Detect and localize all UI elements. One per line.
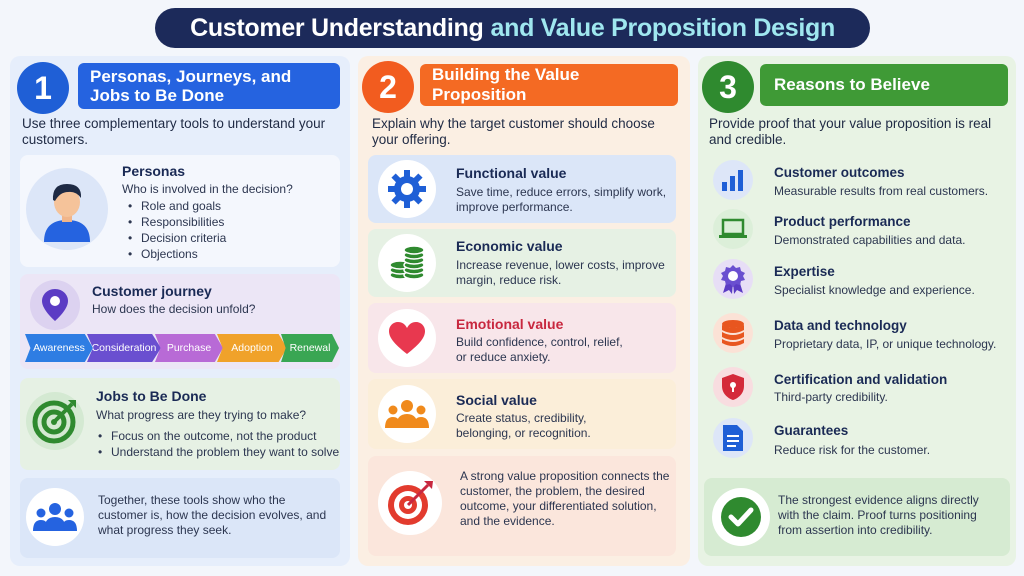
step-number-1: 1 [17,62,69,114]
laptop-icon [713,209,753,249]
jobs-title: Jobs to Be Done [96,388,207,404]
team-icon [26,488,84,546]
proof-customer-outcomes-title: Customer outcomes [774,165,905,180]
emotional-value-title: Emotional value [456,316,564,332]
functional-value-title: Functional value [456,165,567,181]
list-item: Role and goals [128,198,226,214]
bullseye-icon [378,471,442,535]
economic-value-text: Increase revenue, lower costs, improve m… [456,258,665,287]
social-value-title: Social value [456,392,537,408]
title-part-1: Customer Understanding [190,13,484,42]
column-1-heading-text: Personas, Journeys, and Jobs to Be Done [90,67,292,105]
emotional-value-text: Build confidence, control, relief, or re… [456,335,623,364]
personas-title: Personas [122,163,186,179]
location-pin-icon [30,280,80,330]
proof-product-performance-title: Product performance [774,214,911,229]
target-icon [26,392,84,450]
functional-value-text: Save time, reduce errors, simplify work,… [456,185,667,214]
coins-icon [378,234,436,292]
proof-data-technology-title: Data and technology [774,318,907,333]
journey-step-renewal: Renewal [281,334,339,362]
column-2-summary: A strong value proposition connects the … [460,469,670,528]
person-avatar-icon [26,168,108,250]
proof-expertise-text: Specialist knowledge and experience. [774,283,975,297]
jobs-list: Focus on the outcome, not the product Un… [98,428,339,460]
list-item: Objections [128,246,226,262]
journey-step-purchase: Purchase [155,334,223,362]
column-1-summary: Together, these tools show who the custo… [98,493,327,537]
personas-question: Who is involved in the decision? [122,182,293,196]
step-number-2: 2 [362,61,414,113]
journey-step-awareness: Awareness [25,334,93,362]
award-badge-icon [713,259,753,299]
column-3-summary: The strongest evidence aligns directly w… [778,493,979,537]
list-item: Focus on the outcome, not the product [98,428,339,444]
heart-icon [378,309,436,367]
proof-guarantees-title: Guarantees [774,423,849,438]
list-item: Responsibilities [128,214,226,230]
column-1-intro: Use three complementary tools to underst… [22,116,326,147]
jobs-question: What progress are they trying to make? [96,408,307,422]
journey-title: Customer journey [92,283,212,299]
bar-chart-icon [713,160,753,200]
column-2-heading: Building the Value Proposition [420,64,678,106]
list-item: Understand the problem they want to solv… [98,444,339,460]
step-number-3: 3 [702,61,754,113]
proof-product-performance-text: Demonstrated capabilities and data. [774,233,966,247]
column-3-intro: Provide proof that your value propositio… [709,116,992,147]
proof-expertise-title: Expertise [774,264,835,279]
document-icon [713,418,753,458]
journey-step-consideration: Consideration [87,334,161,362]
gear-icon [378,160,436,218]
checkmark-icon [712,488,770,546]
journey-steps: Awareness Consideration Purchase Adoptio… [25,334,340,362]
column-3-heading: Reasons to Believe [760,64,1008,106]
proof-certification-title: Certification and validation [774,372,948,387]
economic-value-title: Economic value [456,238,563,254]
social-value-text: Create status, credibility, belonging, o… [456,411,591,440]
database-icon [713,313,753,353]
proof-certification-text: Third-party credibility. [774,390,888,404]
proof-data-technology-text: Proprietary data, IP, or unique technolo… [774,337,997,351]
proof-guarantees-text: Reduce risk for the customer. [774,443,931,457]
proof-customer-outcomes-text: Measurable results from real customers. [774,184,989,198]
shield-icon [713,367,753,407]
page-title: Customer Understanding and Value Proposi… [155,8,870,48]
list-item: Decision criteria [128,230,226,246]
journey-question: How does the decision unfold? [92,302,256,316]
column-2-intro: Explain why the target customer should c… [372,116,655,147]
group-icon [378,385,436,443]
title-part-2: and Value Proposition Design [490,13,836,42]
journey-step-adoption: Adoption [217,334,287,362]
column-1-heading: Personas, Journeys, and Jobs to Be Done [78,63,340,109]
personas-list: Role and goals Responsibilities Decision… [128,198,226,262]
